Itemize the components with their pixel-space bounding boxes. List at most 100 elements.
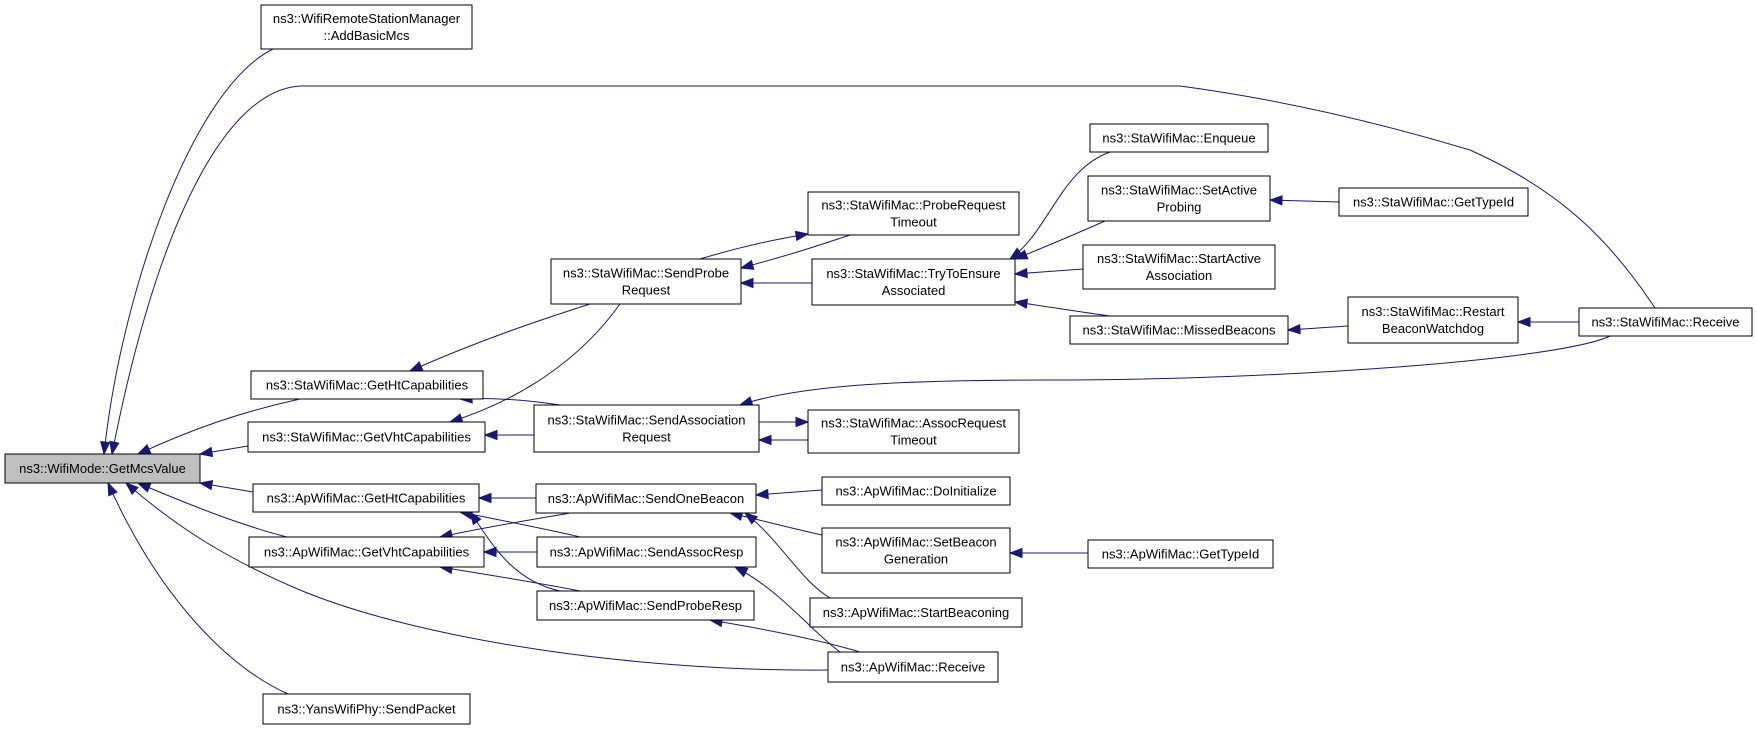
edges-layer xyxy=(100,48,1656,695)
node-sta-get-type-id[interactable]: ns3::StaWifiMac::GetTypeId xyxy=(1338,187,1529,217)
edge-ap_send_probe_resp-to-ap_vht xyxy=(439,566,581,592)
edge-sta_enqueue-to-sta_try_ensure xyxy=(1009,151,1111,260)
edge-ap_receive-to-root xyxy=(125,482,829,671)
node-box[interactable] xyxy=(252,483,480,513)
node-box[interactable] xyxy=(550,258,742,305)
node-label: ns3::WifiRemoteStationManager xyxy=(273,11,461,26)
node-label: Request xyxy=(622,283,671,298)
node-label: Association xyxy=(1146,268,1212,283)
arrowhead-ap_receive-to-root xyxy=(124,482,139,496)
node-box[interactable] xyxy=(1069,315,1289,345)
node-label: ns3::StaWifiMac::SendAssociation xyxy=(548,413,746,428)
edge-ap_send_beacon-to-ap_vht xyxy=(439,512,571,538)
node-box[interactable] xyxy=(821,476,1011,506)
arrowhead-ap_receive-to-ap_send_assoc_resp xyxy=(733,566,749,578)
node-box[interactable] xyxy=(536,536,757,568)
arrowhead-sta_ht-to-root xyxy=(136,444,152,455)
node-box[interactable] xyxy=(827,651,999,683)
arrowhead-sta_send_assoc-to-sta_vht xyxy=(483,429,498,441)
node-box[interactable] xyxy=(807,191,1020,236)
node-box[interactable] xyxy=(1338,187,1529,217)
arrowhead-sta_send_probe-to-sta_ht xyxy=(408,361,424,372)
node-label: ns3::StaWifiMac::AssocRequest xyxy=(821,416,1006,431)
node-label: ns3::ApWifiMac::SendProbeResp xyxy=(549,598,742,613)
node-box[interactable] xyxy=(4,453,201,484)
edge-ap_receive-to-ap_send_probe_resp xyxy=(709,619,861,653)
node-sta-receive[interactable]: ns3::StaWifiMac::Receive xyxy=(1578,307,1753,337)
arrowhead-sta_send_probe-to-sta_vht xyxy=(448,413,464,424)
node-box[interactable] xyxy=(536,590,755,621)
node-box[interactable] xyxy=(260,4,473,50)
node-box[interactable] xyxy=(533,404,760,453)
arrowhead-add_basic_mcs-to-root xyxy=(100,441,111,456)
node-label: ns3::StaWifiMac::GetHtCapabilities xyxy=(266,378,469,393)
node-label: ns3::StaWifiMac::Enqueue xyxy=(1102,131,1255,146)
edge-sta_missed_beacons-to-sta_try_ensure xyxy=(1014,301,1111,317)
arrowhead-sta_vht-to-root xyxy=(198,446,214,458)
nodes-layer: ns3::WifiRemoteStationManager::AddBasicM… xyxy=(4,4,1753,725)
node-label: ns3::ApWifiMac::SendAssocResp xyxy=(550,545,744,560)
node-box[interactable] xyxy=(1089,123,1269,153)
node-sta-missed-beacons[interactable]: ns3::StaWifiMac::MissedBeacons xyxy=(1069,315,1289,345)
node-box[interactable] xyxy=(1082,244,1276,290)
node-label: Associated xyxy=(882,283,946,298)
arrowhead-sta_send_assoc-to-sta_assoc_timeout xyxy=(795,416,810,428)
node-ap-do-init[interactable]: ns3::ApWifiMac::DoInitialize xyxy=(821,476,1011,506)
node-sta-ht[interactable]: ns3::StaWifiMac::GetHtCapabilities xyxy=(250,370,484,400)
edge-sta_receive-to-root xyxy=(111,85,1656,455)
node-ap-send-probe-resp[interactable]: ns3::ApWifiMac::SendProbeResp xyxy=(536,590,755,621)
node-box[interactable] xyxy=(1087,539,1274,569)
edge-sta_send_probe-to-sta_ht xyxy=(409,303,591,372)
node-ap-send-assoc-resp[interactable]: ns3::ApWifiMac::SendAssocResp xyxy=(536,536,757,568)
node-box[interactable] xyxy=(262,693,471,725)
node-box[interactable] xyxy=(535,483,757,514)
node-box[interactable] xyxy=(809,597,1023,628)
node-label: ns3::ApWifiMac::GetVhtCapabilities xyxy=(264,545,470,560)
node-box[interactable] xyxy=(247,421,486,453)
node-label: ns3::StaWifiMac::TryToEnsure xyxy=(826,266,1000,281)
node-label: ns3::StaWifiMac::GetVhtCapabilities xyxy=(262,430,471,445)
edge-sta_send_assoc-to-sta_ht xyxy=(459,398,561,406)
node-label: ns3::WifiMode::GetMcsValue xyxy=(19,461,186,476)
node-sta-vht[interactable]: ns3::StaWifiMac::GetVhtCapabilities xyxy=(247,421,486,453)
node-add-basic-mcs[interactable]: ns3::WifiRemoteStationManager::AddBasicM… xyxy=(260,4,473,50)
edge-ap_start_beaconing-to-ap_send_beacon xyxy=(744,512,831,599)
node-label: ns3::StaWifiMac::Receive xyxy=(1591,315,1739,330)
node-box[interactable] xyxy=(248,536,485,568)
edge-sta_probe_timeout-to-sta_send_probe xyxy=(740,234,851,269)
node-box[interactable] xyxy=(807,409,1020,454)
arrowhead-sta_probe_timeout-to-sta_send_probe xyxy=(739,259,755,270)
arrowhead-ap_send_probe_resp-to-ap_ht xyxy=(469,510,482,526)
node-ap-ht[interactable]: ns3::ApWifiMac::GetHtCapabilities xyxy=(252,483,480,513)
node-box[interactable] xyxy=(1578,307,1753,337)
edge-ap_vht-to-root xyxy=(137,482,288,538)
node-ap-vht[interactable]: ns3::ApWifiMac::GetVhtCapabilities xyxy=(248,536,485,568)
node-yans-send[interactable]: ns3::YansWifiPhy::SendPacket xyxy=(262,693,471,725)
arrowhead-ap_start_beaconing-to-ap_send_beacon xyxy=(743,512,759,525)
node-box[interactable] xyxy=(811,258,1016,306)
node-box[interactable] xyxy=(1347,296,1519,344)
arrowhead-ap_send_assoc_resp-to-ap_vht xyxy=(482,546,497,558)
node-ap-receive[interactable]: ns3::ApWifiMac::Receive xyxy=(827,651,999,683)
node-box[interactable] xyxy=(250,370,484,400)
node-label: ns3::StaWifiMac::ProbeRequest xyxy=(821,198,1006,213)
node-ap-send-beacon[interactable]: ns3::ApWifiMac::SendOneBeacon xyxy=(535,483,757,514)
node-box[interactable] xyxy=(1087,175,1271,222)
node-ap-get-type-id[interactable]: ns3::ApWifiMac::GetTypeId xyxy=(1087,539,1274,569)
node-ap-start-beaconing[interactable]: ns3::ApWifiMac::StartBeaconing xyxy=(809,597,1023,628)
arrowhead-yans_send-to-root xyxy=(107,481,118,497)
arrowhead-sta_get_type_id-to-sta_set_active_probing xyxy=(1268,195,1283,206)
node-box[interactable] xyxy=(821,527,1011,574)
node-sta-enqueue[interactable]: ns3::StaWifiMac::Enqueue xyxy=(1089,123,1269,153)
node-root[interactable]: ns3::WifiMode::GetMcsValue xyxy=(4,453,201,484)
